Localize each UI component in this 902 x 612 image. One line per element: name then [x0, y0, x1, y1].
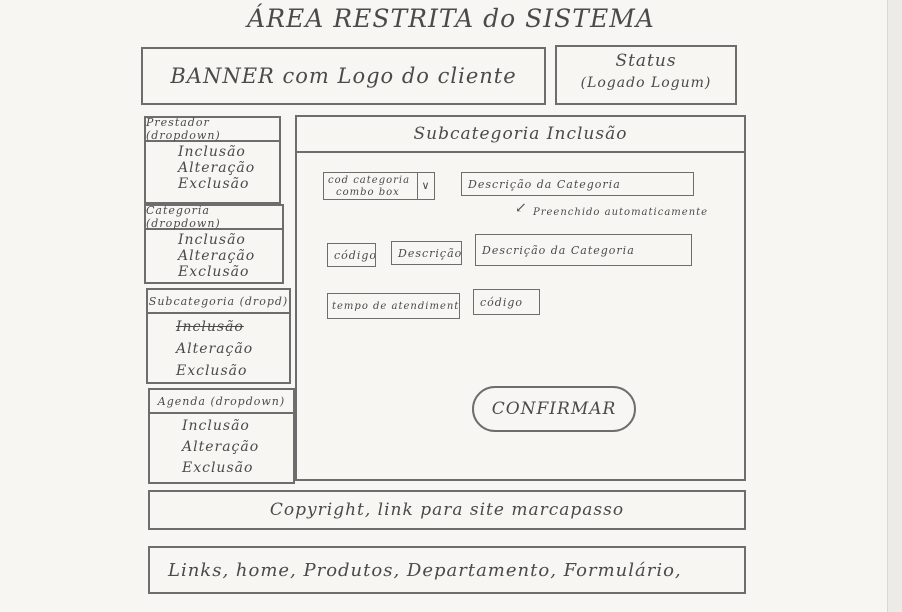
menu-subcategoria-inclusao[interactable]: Inclusão: [176, 319, 244, 335]
codigo-field[interactable]: código: [327, 243, 376, 267]
menu-agenda-inclusao[interactable]: Inclusão: [182, 418, 250, 434]
menu-agenda-exclusao[interactable]: Exclusão: [182, 460, 254, 476]
tempo-atendimento-field[interactable]: tempo de atendimento: [327, 293, 460, 319]
menu-categoria[interactable]: Categoria (dropdown) Inclusão Alteração …: [144, 204, 284, 284]
cod-categoria-label: cod categoria: [328, 175, 411, 186]
panel-title: Subcategoria Inclusão: [297, 117, 744, 153]
copyright-bar[interactable]: Copyright, link para site marcapasso: [148, 490, 746, 530]
menu-prestador-exclusao[interactable]: Exclusão: [178, 176, 250, 192]
arrow-icon: ↙: [515, 200, 528, 216]
menu-prestador-alteracao[interactable]: Alteração: [178, 160, 256, 176]
status-label: Status: [615, 51, 677, 71]
menu-subcategoria-alteracao[interactable]: Alteração: [176, 341, 254, 357]
menu-subcategoria-exclusao[interactable]: Exclusão: [176, 363, 248, 379]
confirm-button[interactable]: CONFIRMAR: [472, 386, 636, 432]
autofill-hint: Preenchido automaticamente: [533, 207, 709, 218]
menu-categoria-header[interactable]: Categoria (dropdown): [146, 204, 282, 230]
menu-agenda-alteracao[interactable]: Alteração: [182, 439, 260, 455]
menu-prestador[interactable]: Prestador (dropdown) Inclusão Alteração …: [144, 116, 281, 204]
descricao-field[interactable]: Descrição: [391, 241, 462, 265]
page-title: ÁREA RESTRITA do SISTEMA: [247, 4, 655, 33]
main-panel: Subcategoria Inclusão: [295, 115, 746, 481]
codigo-field-2[interactable]: código: [473, 289, 540, 315]
menu-categoria-inclusao[interactable]: Inclusão: [178, 232, 246, 248]
menu-categoria-exclusao[interactable]: Exclusão: [178, 264, 250, 280]
descricao-categoria-field-2[interactable]: Descrição da Categoria: [475, 234, 692, 266]
menu-prestador-header[interactable]: Prestador (dropdown): [146, 116, 279, 142]
combo-box-label: combo box: [336, 187, 400, 198]
menu-prestador-inclusao[interactable]: Inclusão: [178, 144, 246, 160]
footer-links[interactable]: Links, home, Produtos, Departamento, For…: [148, 546, 746, 594]
menu-categoria-alteracao[interactable]: Alteração: [178, 248, 256, 264]
status-login: (Logado Logum): [580, 75, 712, 91]
chevron-down-icon[interactable]: ∨: [417, 173, 434, 199]
menu-subcategoria-header[interactable]: Subcategoria (dropd): [148, 290, 289, 314]
menu-agenda[interactable]: Agenda (dropdown) Inclusão Alteração Exc…: [148, 388, 295, 484]
menu-subcategoria[interactable]: Subcategoria (dropd) Inclusão Alteração …: [146, 288, 291, 384]
paper-edge: [887, 0, 902, 612]
status-box: Status (Logado Logum): [555, 45, 737, 105]
menu-agenda-header[interactable]: Agenda (dropdown): [150, 390, 293, 414]
banner: BANNER com Logo do cliente: [141, 47, 546, 105]
descricao-categoria-field[interactable]: Descrição da Categoria: [461, 172, 694, 196]
cod-categoria-combobox[interactable]: cod categoria combo box ∨: [323, 172, 435, 200]
